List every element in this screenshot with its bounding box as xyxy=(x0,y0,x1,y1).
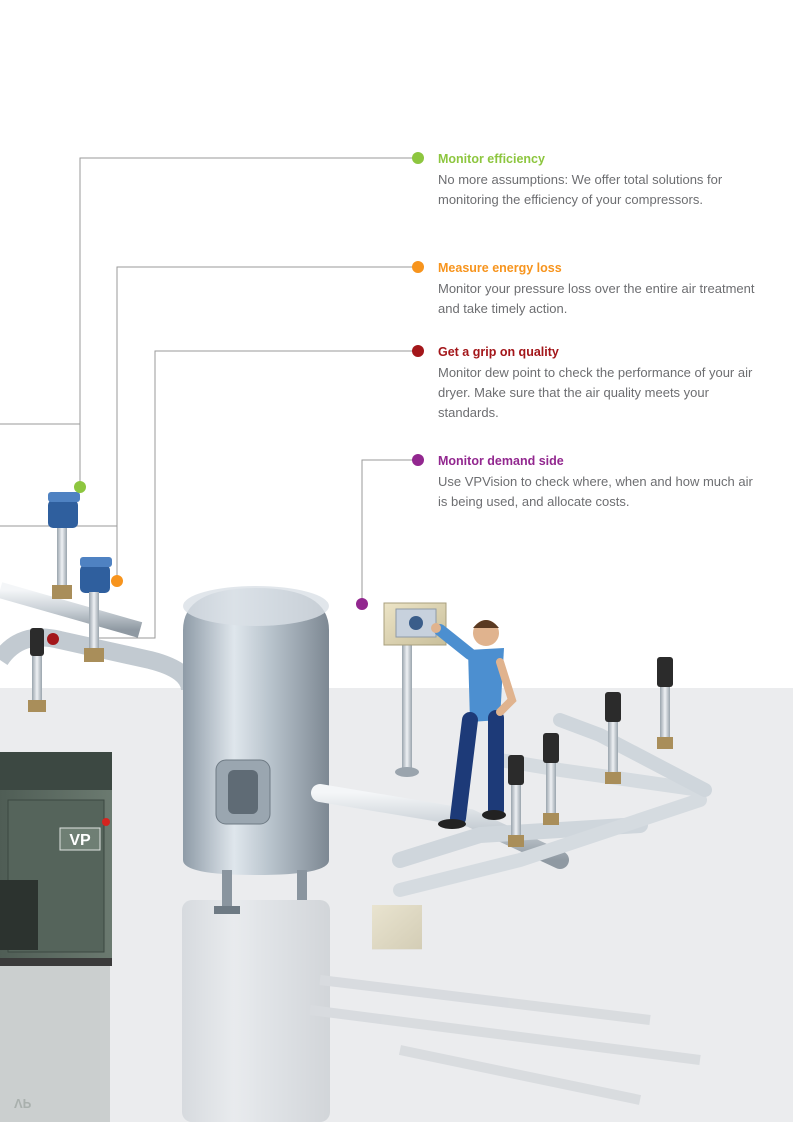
compressor-logo: VP xyxy=(69,832,91,849)
operator xyxy=(431,620,517,829)
callout-title: Monitor efficiency xyxy=(438,152,545,166)
callout-title: Measure energy loss xyxy=(438,261,562,275)
reflection-logo: VP xyxy=(14,1096,32,1111)
connector-quality xyxy=(55,350,418,639)
callout-text: Monitor your pressure loss over the enti… xyxy=(438,281,755,316)
marker-dots xyxy=(47,152,424,645)
callout-demand: Monitor demand side Use VPVision to chec… xyxy=(438,453,758,512)
marker-efficiency xyxy=(412,152,424,164)
callout-title: Monitor demand side xyxy=(438,454,564,468)
connector-demand xyxy=(361,459,418,603)
marker-demand-end xyxy=(356,598,368,610)
callout-text: Use VPVision to check where, when and ho… xyxy=(438,474,753,509)
marker-energy xyxy=(412,261,424,273)
dewpoint-sensor xyxy=(28,628,46,712)
air-receiver-tank xyxy=(183,586,329,914)
callout-energy: Measure energy loss Monitor your pressur… xyxy=(438,260,758,319)
callout-efficiency: Monitor efficiency No more assumptions: … xyxy=(438,151,758,210)
connector-efficiency xyxy=(0,157,418,425)
junction-box xyxy=(372,905,422,949)
marker-quality xyxy=(412,345,424,357)
marker-quality-end xyxy=(47,633,59,645)
callout-title: Get a grip on quality xyxy=(438,345,559,359)
right-sensors xyxy=(508,657,673,847)
callout-quality: Get a grip on quality Monitor dew point … xyxy=(438,344,758,423)
marker-efficiency-end xyxy=(74,481,86,493)
compressor: VP xyxy=(0,752,112,966)
flow-meter-2 xyxy=(80,557,112,662)
marker-demand xyxy=(412,454,424,466)
marker-energy-end xyxy=(111,575,123,587)
callout-text: Monitor dew point to check the performan… xyxy=(438,365,753,420)
flow-meter-1 xyxy=(48,492,80,599)
display-panel xyxy=(383,602,447,777)
connector-energy xyxy=(0,266,418,527)
callout-text: No more assumptions: We offer total solu… xyxy=(438,172,723,207)
